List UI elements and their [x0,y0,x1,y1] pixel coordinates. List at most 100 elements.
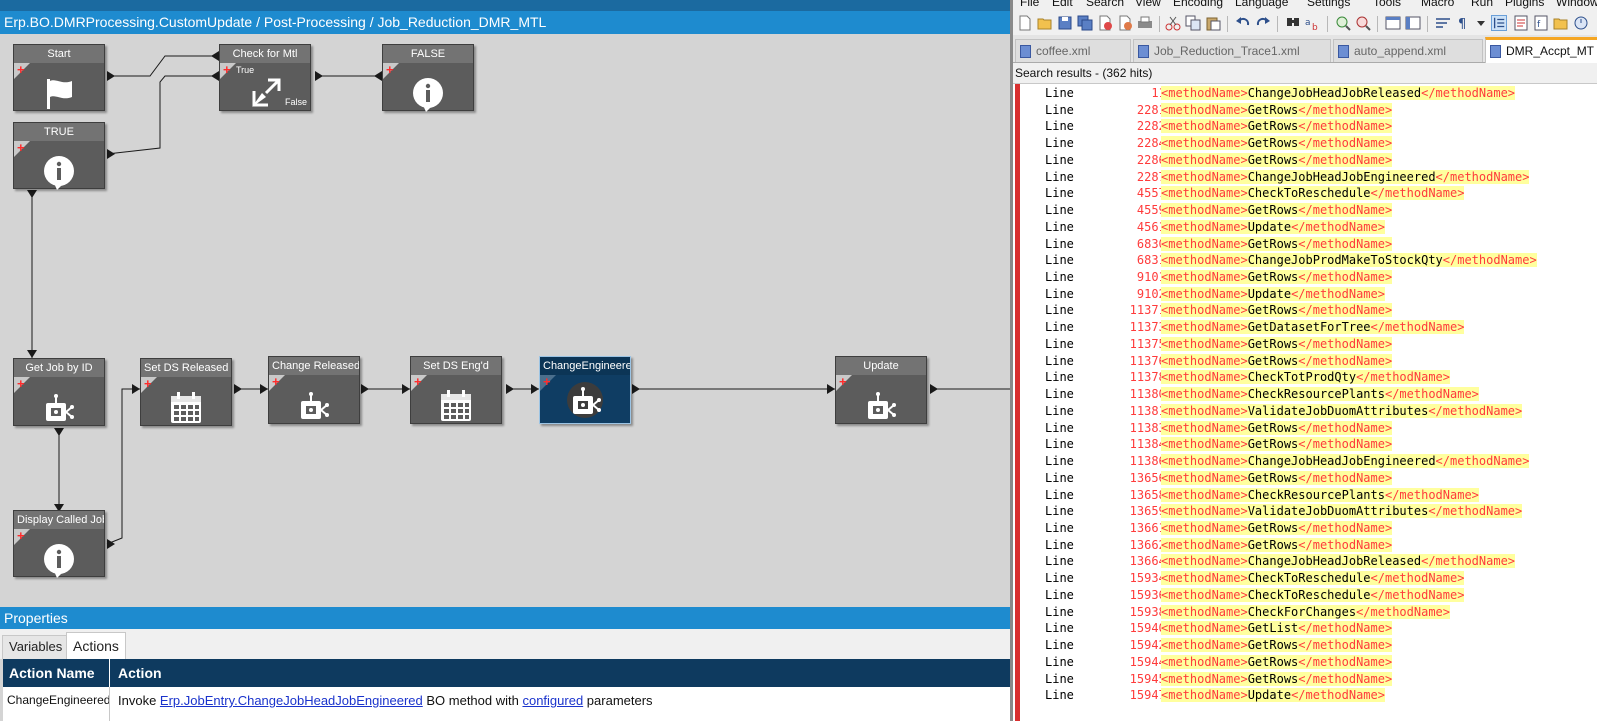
line-label: Line [1045,487,1074,502]
word-wrap-icon[interactable] [1435,15,1451,31]
line-number: 22828 [1136,119,1173,134]
method-name: ChangeJobHeadJobReleased [1247,554,1422,569]
print-icon[interactable] [1137,15,1153,31]
check-for-mtl-node[interactable]: Check for Mtl + True False [219,44,311,111]
menu-window[interactable]: Window [1556,0,1597,9]
menu-search[interactable]: Search [1086,0,1125,9]
chevron-down-icon[interactable] [1473,15,1489,31]
close-all-icon[interactable] [1117,15,1133,31]
tab-variables[interactable]: Variables [2,635,70,659]
method-name: Update [1247,688,1292,703]
node-title: Set DS Eng'd [411,357,501,375]
menu-plugins[interactable]: Plugins [1505,0,1545,9]
bo-method-link[interactable]: Erp.JobEntry.ChangeJobHeadJobEngineered [159,693,423,708]
copy-icon[interactable] [1185,15,1201,31]
add-icon[interactable]: + [839,374,847,389]
show-all-characters-icon[interactable]: ¶ [1455,15,1471,31]
find-icon[interactable] [1285,15,1301,31]
method-name: GetRows [1247,638,1299,653]
start-node[interactable]: Start + [13,44,105,111]
menu-language[interactable]: Language [1235,0,1289,9]
close-file-icon[interactable] [1097,15,1113,31]
close-tag: </methodName> [1370,587,1465,602]
tab-label: Job_Reduction_Trace1.xml [1154,44,1300,58]
set-ds-engd-node[interactable]: Set DS Eng'd + [410,356,502,424]
line-code: <methodName>GetRows</methodName> [1161,654,1393,671]
close-tag: </methodName> [1370,571,1465,586]
tab-actions[interactable]: Actions [66,632,126,659]
update-node[interactable]: Update + [835,356,927,424]
undo-icon[interactable] [1235,15,1251,31]
line-code: <methodName>GetRows</methodName> [1161,118,1393,135]
sync-horizontal-icon[interactable] [1405,15,1421,31]
save-icon[interactable] [1057,15,1073,31]
line-label: Line [1045,554,1074,569]
indent-guide-icon[interactable] [1491,15,1507,31]
paste-icon[interactable] [1205,15,1221,31]
save-all-icon[interactable] [1077,15,1093,31]
menu-view[interactable]: View [1135,0,1161,9]
line-number: 136563 [1129,470,1173,485]
false-node[interactable]: FALSE + [382,44,474,112]
change-engineered-node[interactable]: ChangeEngineered + [539,356,631,424]
add-icon[interactable]: + [272,374,280,389]
close-tag: </methodName> [1291,286,1385,301]
redo-icon[interactable] [1255,15,1271,31]
menu-encoding[interactable]: Encoding [1173,0,1224,9]
add-icon[interactable]: + [223,62,231,77]
workflow-canvas[interactable]: Start + Check for Mtl + True False [0,34,1010,616]
zoom-in-icon[interactable] [1335,15,1351,31]
tab-job-reduction-trace1-xml[interactable]: Job_Reduction_Trace1.xml [1133,39,1331,62]
open-tag: <methodName> [1161,203,1248,218]
menu-macro[interactable]: Macro [1421,0,1455,9]
menu-settings[interactable]: Settings [1307,0,1351,9]
menu-edit[interactable]: Edit [1052,0,1073,9]
add-icon[interactable]: + [17,140,25,155]
table-row[interactable]: ChangeEngineered Invoke Erp.JobEntry.Cha… [3,687,1010,721]
display-called-job-node[interactable]: Display Called Job + [13,510,105,578]
add-icon[interactable]: + [17,62,25,77]
menu-tools[interactable]: Tools [1373,0,1402,9]
toolbar-separator [1227,16,1228,32]
xml-file-icon [1138,45,1149,58]
line-number: 136580 [1129,487,1173,502]
action-middle: BO method with [422,693,523,708]
sync-vertical-icon[interactable] [1385,15,1401,31]
folder-workspace-icon[interactable] [1553,15,1569,31]
tab-coffee-xml[interactable]: coffee.xml [1015,39,1131,62]
configured-parameters-link[interactable]: configured [522,693,584,708]
change-released-node[interactable]: Change Released + [268,356,360,424]
new-file-icon[interactable] [1017,15,1033,31]
add-icon[interactable]: + [386,62,394,77]
open-file-icon[interactable] [1037,15,1053,31]
menu-run[interactable]: Run [1471,0,1494,9]
add-icon[interactable]: + [543,374,551,389]
menu-file[interactable]: File [1020,0,1040,9]
column-action-name[interactable]: Action Name [9,665,95,681]
search-results-list[interactable]: Line118<methodName>ChangeJobHeadJobRelea… [1013,84,1597,721]
true-node[interactable]: TRUE + [13,122,105,190]
line-code: <methodName>ChangeJobHeadJobReleased</me… [1161,553,1516,570]
zoom-out-icon[interactable] [1355,15,1371,31]
add-icon[interactable]: + [144,376,152,391]
function-list-icon[interactable]: f [1533,15,1549,31]
tab-auto-append-xml[interactable]: auto_append.xml [1333,39,1483,62]
add-icon[interactable]: + [17,528,25,543]
monitoring-icon[interactable] [1573,15,1589,31]
add-icon[interactable]: + [17,376,25,391]
add-icon[interactable]: + [414,374,422,389]
close-tag: </methodName> [1421,554,1516,569]
line-number: 113750 [1129,336,1173,351]
document-map-icon[interactable] [1513,15,1529,31]
open-tag: <methodName> [1161,621,1248,636]
method-name: GetRows [1247,119,1299,134]
column-action[interactable]: Action [118,665,162,681]
set-ds-released-node[interactable]: Set DS Released + [140,358,232,426]
calendar-icon [441,390,471,421]
node-title: Update [836,357,926,375]
get-job-by-id-node[interactable]: Get Job by ID + [13,358,105,426]
tab-dmr-accpt-mt[interactable]: DMR_Accpt_MT [1485,37,1597,63]
line-code: <methodName>GetRows</methodName> [1161,420,1393,437]
cut-icon[interactable] [1165,15,1181,31]
